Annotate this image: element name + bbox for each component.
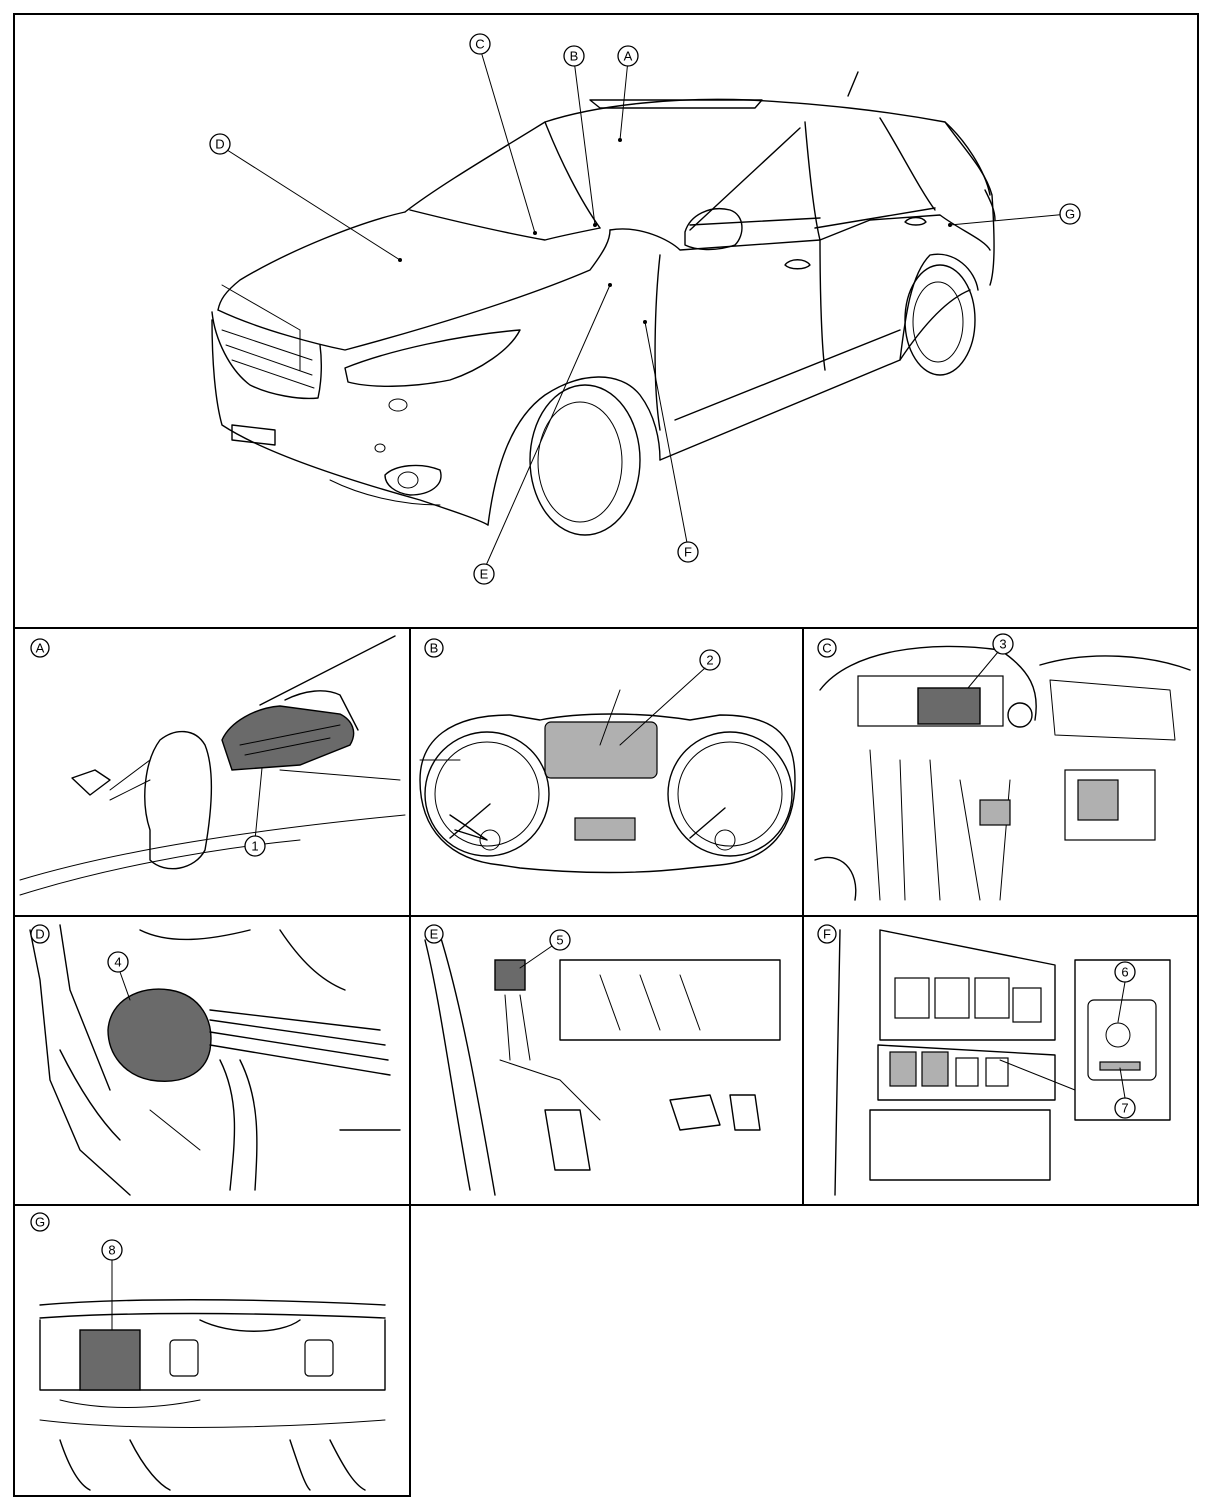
callout-c-label: C — [475, 37, 484, 52]
panel-g-frame — [13, 1204, 411, 1497]
panel-c-number-3: 3 — [999, 637, 1006, 652]
panel-d-item-4: 4 — [107, 951, 129, 973]
panel-b-tag: B — [424, 638, 444, 658]
panel-d-frame — [13, 915, 411, 1206]
panel-e-switch — [494, 959, 526, 991]
panel-g-item-8: 8 — [101, 1239, 123, 1261]
panel-f-leader-7 — [1119, 1067, 1126, 1099]
panel-f-item-6: 6 — [1114, 961, 1136, 983]
panel-f-leader-6 — [1117, 981, 1126, 1023]
callout-g-label: G — [1065, 207, 1075, 222]
vehicle-illustration — [211, 71, 996, 536]
callout-f-label: F — [684, 545, 692, 560]
panel-f-tag: F — [817, 924, 837, 944]
callout-e: E — [473, 563, 495, 585]
callout-c: C — [469, 33, 491, 55]
panel-g-tag: G — [30, 1212, 50, 1232]
panel-e-leader — [519, 945, 553, 969]
panel-e-number-5: 5 — [556, 933, 563, 948]
panel-b-number-2: 2 — [706, 653, 713, 668]
panel-b-leader — [619, 667, 706, 746]
panel-g-module — [79, 1329, 141, 1391]
callout-a-label: A — [624, 49, 633, 64]
panel-f — [834, 929, 1171, 1196]
panel-g-tag-label: G — [35, 1215, 45, 1230]
panel-d — [29, 924, 401, 1196]
overview-leaders — [223, 47, 1069, 571]
panel-d-leader — [119, 971, 131, 1001]
callout-f: F — [677, 541, 699, 563]
panel-c-tag-label: C — [822, 641, 831, 656]
panel-c-leader — [967, 651, 999, 689]
panel-e — [424, 934, 781, 1196]
panel-a-item-1: 1 — [244, 835, 266, 857]
panel-b-item-2: 2 — [699, 649, 721, 671]
panel-f-tag-label: F — [823, 927, 831, 942]
panel-e-item-5: 5 — [549, 929, 571, 951]
callout-d: D — [209, 133, 231, 155]
panel-b — [419, 689, 796, 874]
panel-a-tag: A — [30, 638, 50, 658]
panel-c — [814, 645, 1191, 901]
panel-f-item-7: 7 — [1114, 1097, 1136, 1119]
panel-d-tag: D — [30, 924, 50, 944]
panel-c-unit — [917, 687, 981, 725]
panel-d-number-4: 4 — [114, 955, 121, 970]
panel-e-tag-label: E — [430, 927, 439, 942]
panel-d-tag-label: D — [35, 927, 44, 942]
callout-b-label: B — [570, 49, 579, 64]
panel-c-item-3: 3 — [992, 633, 1014, 655]
callout-b: B — [563, 45, 585, 67]
cluster-display — [544, 721, 658, 779]
panel-a-tag-label: A — [36, 641, 45, 656]
panel-e-tag: E — [424, 924, 444, 944]
panel-g-number-8: 8 — [108, 1243, 115, 1258]
panel-a — [19, 635, 406, 896]
callout-e-label: E — [480, 567, 489, 582]
panel-f-frame — [802, 915, 1199, 1206]
panel-f-number-7: 7 — [1121, 1101, 1128, 1116]
panel-a-number-1: 1 — [251, 839, 258, 854]
panel-c-tag: C — [817, 638, 837, 658]
panel-b-tag-label: B — [430, 641, 439, 656]
callout-d-label: D — [215, 137, 224, 152]
panel-a-frame — [13, 627, 411, 917]
panel-f-number-6: 6 — [1121, 965, 1128, 980]
overview-frame — [13, 13, 1199, 629]
callout-a: A — [617, 45, 639, 67]
callout-g: G — [1059, 203, 1081, 225]
panel-g — [39, 1299, 386, 1491]
